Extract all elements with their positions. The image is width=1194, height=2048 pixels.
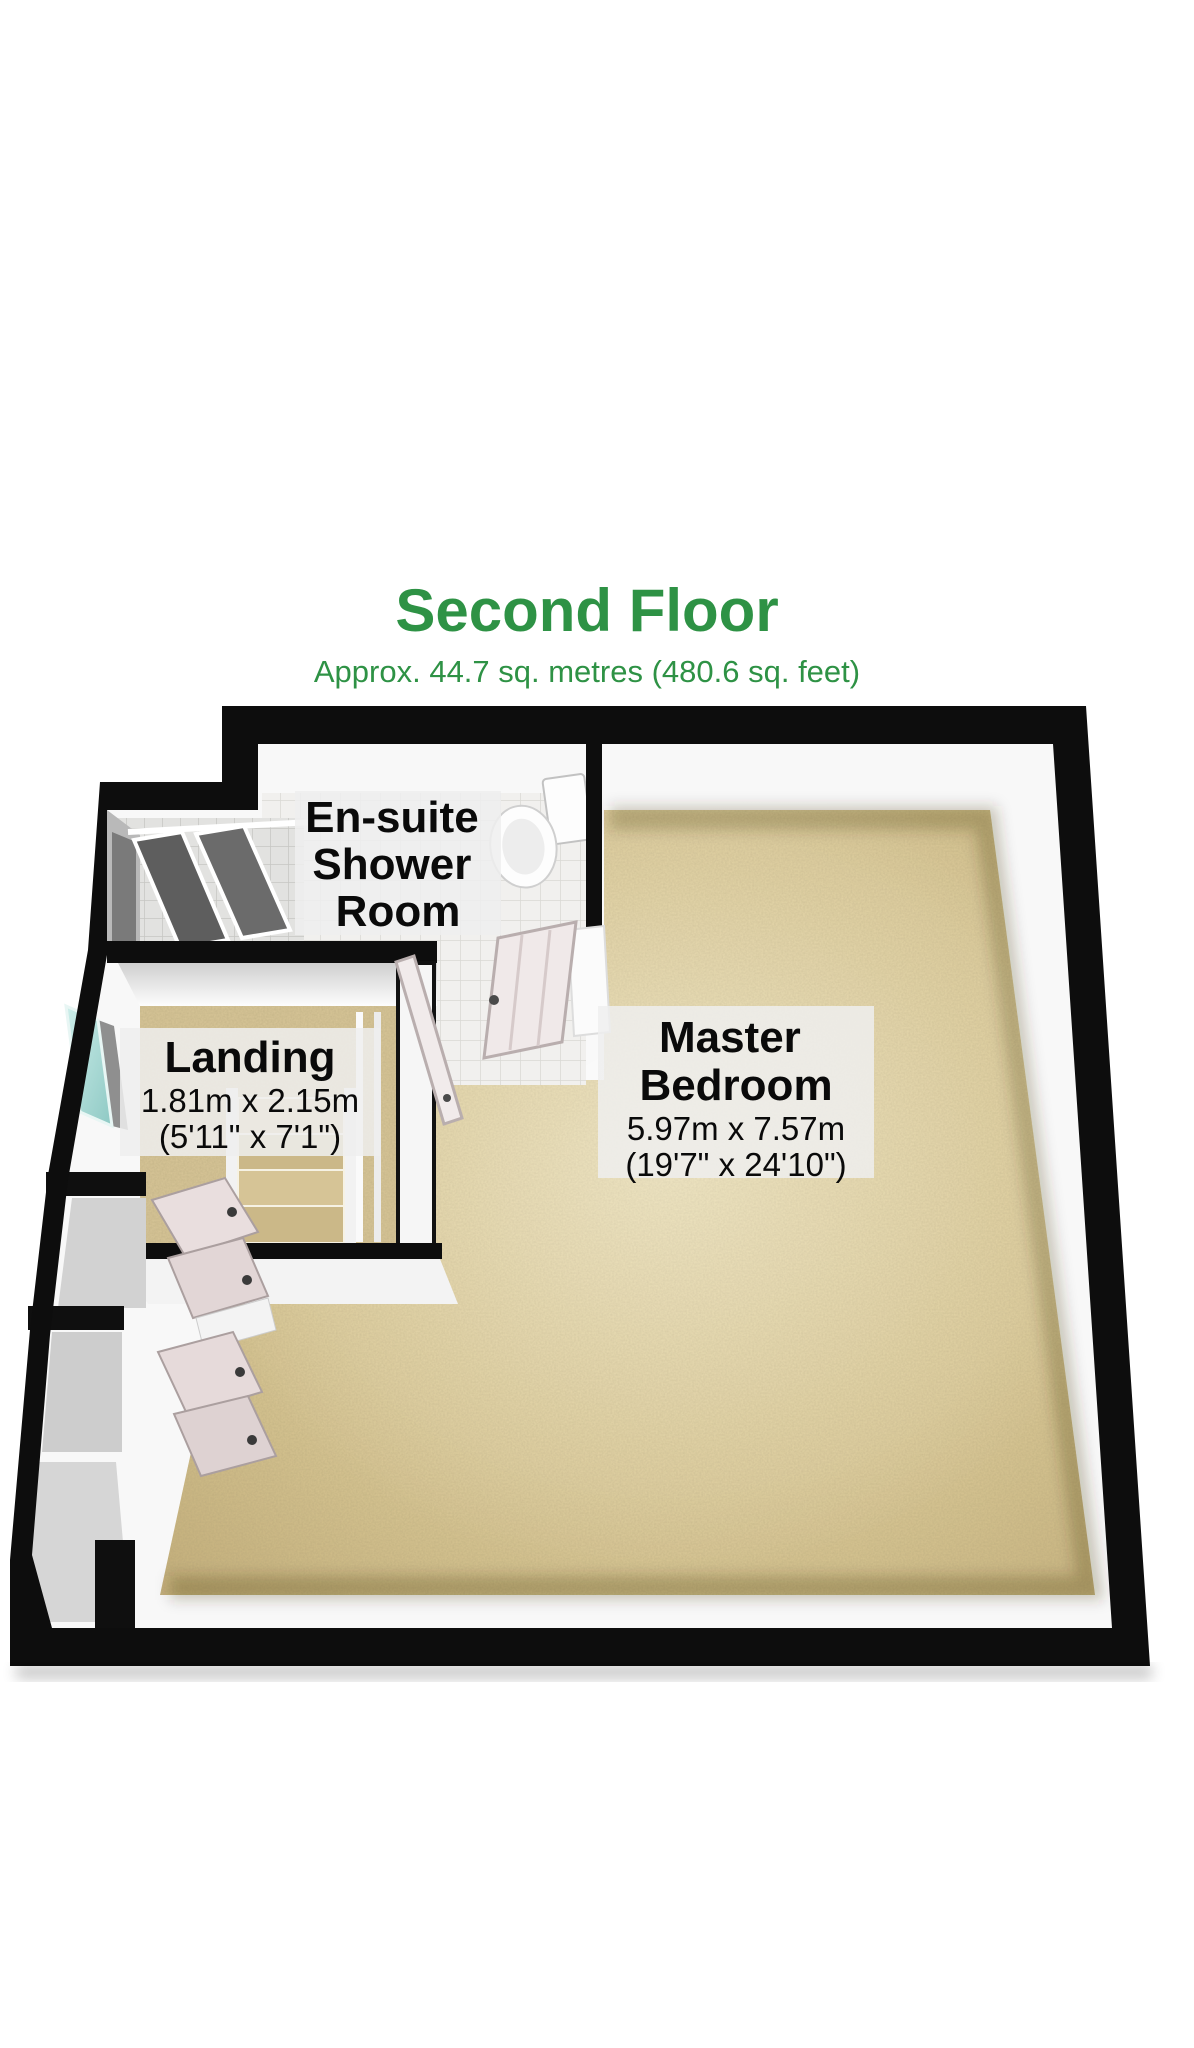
landing-door-leaf [394, 954, 464, 1126]
label-background [120, 1028, 380, 1156]
room-dims-imperial: (5'11" x 7'1") [159, 1118, 341, 1155]
alcove-floor [42, 1332, 122, 1452]
ensuite-door [482, 920, 578, 1060]
room-label-ensuite: En-suite Shower Room [295, 791, 501, 936]
wall-drop-shadow [16, 1666, 1152, 1678]
label-background [598, 1006, 874, 1178]
storage-door [156, 1330, 264, 1416]
door-knob [227, 1207, 237, 1217]
shower-glass-panel [193, 823, 293, 941]
toilet [489, 773, 594, 889]
door-panel-line [536, 929, 552, 1047]
page-subtitle: Approx. 44.7 sq. metres (480.6 sq. feet) [313, 654, 861, 689]
storage-door [172, 1394, 278, 1478]
ensuite-door-leaf [482, 920, 578, 1060]
storage-door [166, 1236, 270, 1320]
door-knob [247, 1435, 257, 1445]
room-label-master-bedroom: Master Bedroom 5.97m x 7.57m (19'7" x 24… [598, 1006, 874, 1183]
landing-door [394, 954, 464, 1126]
door-knob [443, 1094, 451, 1102]
shower-enclosure [112, 819, 313, 952]
wall-ensuite-landing [107, 941, 437, 963]
door-panel-line [508, 934, 524, 1051]
wall-landing-south [112, 1243, 442, 1259]
eaves-storage-doors [150, 1176, 278, 1478]
shower-back-panel [112, 832, 136, 952]
shower-glass-panel [131, 829, 231, 951]
door-knob [242, 1275, 252, 1285]
stair-step [237, 1169, 345, 1207]
room-label-landing: Landing 1.81m x 2.15m (5'11" x 7'1") [120, 1028, 380, 1156]
door-knob [489, 995, 499, 1005]
outer-walls [10, 706, 1150, 1666]
storage-door [150, 1176, 260, 1258]
room-dims-imperial: (19'7" x 24'10") [625, 1146, 846, 1183]
label-background [295, 791, 501, 935]
landing-north-wall-face [118, 963, 437, 1006]
room-dims-metric: 5.97m x 7.57m [627, 1110, 845, 1147]
door-knob [235, 1367, 245, 1377]
shower-frame-top [127, 819, 313, 835]
landing-south-wall-face [118, 1259, 458, 1304]
wall-ensuite-bedroom [586, 744, 602, 942]
alcove-floor [58, 1198, 146, 1308]
room-dims-metric: 1.81m x 2.15m [141, 1082, 359, 1119]
toilet-seat [502, 818, 545, 875]
wall-stub [95, 1540, 135, 1630]
room-label-text: Master Bedroom [639, 1013, 832, 1110]
room-label-text: En-suite Shower Room [305, 793, 491, 936]
page-title: Second Floor [395, 577, 779, 644]
room-label-text: Landing [164, 1033, 335, 1082]
